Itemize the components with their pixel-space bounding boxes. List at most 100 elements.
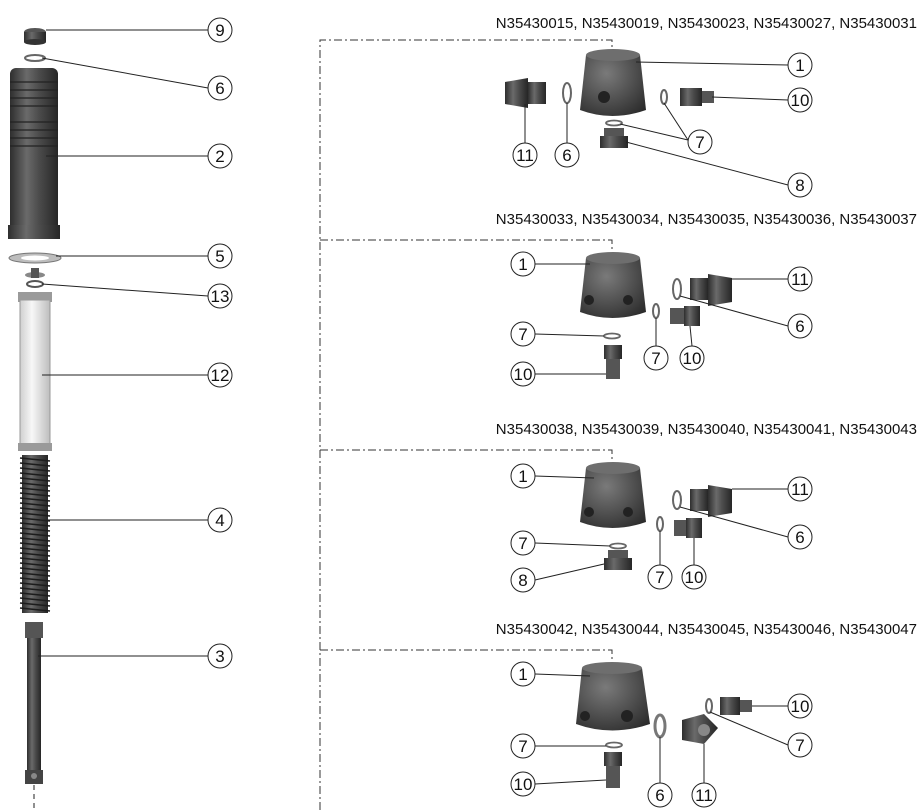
svg-text:9: 9 xyxy=(215,21,224,40)
svg-text:10: 10 xyxy=(683,349,702,368)
callout-g4-7b: 7 xyxy=(510,733,606,759)
svg-text:7: 7 xyxy=(651,349,660,368)
svg-text:1: 1 xyxy=(518,255,527,274)
group-4 xyxy=(320,649,752,788)
callout-3: 3 xyxy=(38,643,233,669)
fitting-11 xyxy=(690,274,732,306)
svg-text:3: 3 xyxy=(215,647,224,666)
group-header-1: N35430015, N35430019, N35430023, N354300… xyxy=(496,15,917,32)
callout-12: 12 xyxy=(42,362,233,388)
callout-g1-11: 11 xyxy=(512,104,538,168)
callout-g2-7a: 7 xyxy=(510,321,605,347)
callout-g2-10a: 10 xyxy=(679,325,705,371)
callout-g2-11: 11 xyxy=(732,266,813,292)
callout-g3-8: 8 xyxy=(510,563,605,593)
plug-8 xyxy=(600,128,628,148)
part-12-filter-element xyxy=(18,292,52,451)
callout-g4-1: 1 xyxy=(510,661,591,687)
callout-g2-7b: 7 xyxy=(643,318,669,371)
svg-text:8: 8 xyxy=(795,176,804,195)
fitting-10 xyxy=(604,345,622,379)
callout-g3-10: 10 xyxy=(681,538,707,590)
callout-g4-10b: 10 xyxy=(510,771,607,797)
callout-g1-1: 1 xyxy=(635,52,813,78)
fitting-11 xyxy=(505,78,546,108)
callout-6: 6 xyxy=(41,57,233,101)
svg-text:10: 10 xyxy=(514,365,533,384)
callout-2: 2 xyxy=(46,143,233,169)
fitting-10 xyxy=(674,518,702,538)
part-6-seal-ring xyxy=(24,54,46,62)
callout-9: 9 xyxy=(46,17,233,43)
callout-g4-6: 6 xyxy=(647,737,673,808)
svg-text:6: 6 xyxy=(215,79,224,98)
callout-g2-1: 1 xyxy=(510,251,590,277)
svg-text:7: 7 xyxy=(518,534,527,553)
callout-g3-11: 11 xyxy=(732,476,813,502)
group-header-2: N35430033, N35430034, N35430035, N354300… xyxy=(496,211,917,228)
housing-3 xyxy=(580,462,646,528)
callout-g3-6: 6 xyxy=(679,506,813,550)
svg-text:10: 10 xyxy=(791,91,810,110)
group-1 xyxy=(319,39,714,810)
svg-text:7: 7 xyxy=(518,737,527,756)
svg-text:11: 11 xyxy=(791,270,809,289)
callout-4: 4 xyxy=(40,507,233,533)
callout-g2-6: 6 xyxy=(679,295,813,339)
part-9-cap xyxy=(24,28,46,45)
svg-text:13: 13 xyxy=(211,287,230,306)
callout-g3-1: 1 xyxy=(510,463,595,489)
plug-8 xyxy=(604,550,632,570)
svg-text:6: 6 xyxy=(795,317,804,336)
callout-g3-7a: 7 xyxy=(510,530,611,556)
group-header-3: N35430038, N35430039, N35430040, N354300… xyxy=(496,421,917,438)
svg-text:10: 10 xyxy=(514,775,533,794)
callout-g2-10b: 10 xyxy=(510,361,606,387)
callout-13: 13 xyxy=(41,283,233,309)
fitting-11 xyxy=(690,485,732,517)
svg-text:5: 5 xyxy=(215,247,224,266)
callout-g1-6: 6 xyxy=(554,103,580,168)
housing-4 xyxy=(576,662,650,731)
callout-g4-7a: 7 xyxy=(709,711,813,758)
callout-g4-10a: 10 xyxy=(752,693,813,719)
callout-g1-7: 7 xyxy=(619,102,713,155)
housing-2 xyxy=(580,252,646,318)
part-4-spring xyxy=(19,455,51,613)
svg-text:1: 1 xyxy=(795,56,804,75)
svg-text:8: 8 xyxy=(518,571,527,590)
svg-text:6: 6 xyxy=(655,786,664,805)
svg-text:10: 10 xyxy=(685,568,704,587)
svg-text:11: 11 xyxy=(695,786,713,805)
svg-text:7: 7 xyxy=(695,133,704,152)
fitting-10 xyxy=(680,88,714,106)
callout-g3-7b: 7 xyxy=(647,531,673,590)
svg-text:11: 11 xyxy=(791,480,809,499)
svg-text:10: 10 xyxy=(791,697,810,716)
fitting-10 xyxy=(720,697,752,715)
svg-text:2: 2 xyxy=(215,147,224,166)
svg-text:11: 11 xyxy=(516,146,534,165)
svg-text:1: 1 xyxy=(518,467,527,486)
callout-g4-11: 11 xyxy=(691,744,717,808)
callout-g1-8: 8 xyxy=(625,141,813,198)
svg-text:7: 7 xyxy=(795,736,804,755)
svg-text:4: 4 xyxy=(215,511,224,530)
svg-text:6: 6 xyxy=(562,146,571,165)
group-3 xyxy=(320,449,732,570)
callout-g1-10: 10 xyxy=(711,87,813,113)
group-header-4: N35430042, N35430044, N35430045, N354300… xyxy=(496,621,917,638)
svg-text:12: 12 xyxy=(211,366,230,385)
svg-text:7: 7 xyxy=(655,568,664,587)
fitting-10 xyxy=(604,752,622,788)
fitting-11 xyxy=(682,714,718,744)
part-2-bowl xyxy=(8,68,60,239)
fitting-10 xyxy=(670,306,700,326)
svg-text:6: 6 xyxy=(795,528,804,547)
part-3-rod xyxy=(25,622,43,810)
svg-text:1: 1 xyxy=(518,665,527,684)
housing-1 xyxy=(580,49,646,116)
svg-text:7: 7 xyxy=(518,325,527,344)
group-2 xyxy=(320,239,732,379)
